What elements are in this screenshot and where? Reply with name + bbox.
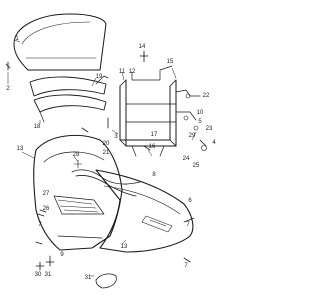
- callout-7b: 7: [186, 222, 190, 228]
- callout-10: 10: [197, 110, 204, 116]
- callout-4: 4: [212, 140, 216, 146]
- callout-13b: 13: [121, 244, 128, 250]
- callout-1: 1: [15, 36, 19, 42]
- callout-26: 26: [43, 206, 50, 212]
- leader-lines: [7, 39, 197, 277]
- bracket-fasteners: [119, 51, 207, 151]
- callout-22: 22: [203, 93, 210, 99]
- side-cowling-panel: [95, 169, 194, 253]
- callout-28: 28: [73, 152, 80, 158]
- callout-31a: 31: [45, 272, 52, 278]
- callout-30: 30: [35, 272, 42, 278]
- callout-14: 14: [139, 44, 146, 50]
- callout-12: 12: [129, 69, 136, 75]
- callout-11: 11: [119, 69, 126, 75]
- callout-16: 16: [149, 144, 156, 150]
- callout-21: 21: [103, 150, 110, 156]
- meter-bracket-frame: [119, 65, 201, 157]
- callout-5: 5: [198, 119, 202, 125]
- callout-29: 29: [189, 133, 196, 139]
- windscreen-trim-bracket: [29, 75, 109, 123]
- callout-27: 27: [43, 191, 50, 197]
- lower-fasteners: [5, 61, 195, 289]
- callout-19: 19: [96, 74, 103, 80]
- callout-3: 3: [114, 134, 118, 140]
- callout-13a: 13: [17, 146, 24, 152]
- callout-25: 25: [193, 163, 200, 169]
- callout-18: 18: [34, 124, 41, 130]
- callout-7c: 7: [184, 263, 188, 269]
- callout-24: 24: [183, 156, 190, 162]
- exploded-parts-diagram: 1 2 18 19 3 14 11 12 15 22 10 5 23 29 4 …: [5, 13, 216, 289]
- callout-labels: 1 2 18 19 3 14 11 12 15 22 10 5 23 29 4 …: [6, 36, 216, 281]
- windscreen: [13, 13, 107, 71]
- callout-31b: 31: [85, 275, 92, 281]
- callout-23: 23: [206, 126, 213, 132]
- callout-7a: 7: [38, 222, 42, 228]
- callout-20: 20: [103, 141, 110, 147]
- callout-8: 8: [152, 172, 156, 178]
- internal-wiring: [71, 159, 141, 197]
- callout-6: 6: [188, 198, 192, 204]
- callout-17: 17: [151, 132, 158, 138]
- callout-9: 9: [60, 252, 64, 258]
- callout-15: 15: [167, 59, 174, 65]
- callout-2: 2: [6, 86, 10, 92]
